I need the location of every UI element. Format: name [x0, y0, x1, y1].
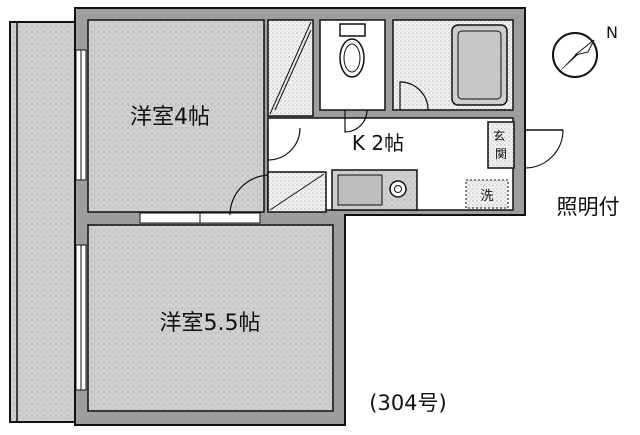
- room-western-5-5: [87, 224, 334, 412]
- laundry-space: [465, 179, 509, 209]
- front-door-swing: [524, 129, 564, 169]
- balcony: [9, 21, 76, 423]
- door-swing-room4: [267, 127, 301, 161]
- lighting-note: 照明付: [557, 195, 620, 219]
- door-swing-room55: [229, 174, 271, 216]
- room-label-kitchen: K 2帖: [352, 131, 404, 155]
- unit-number: (304号): [369, 391, 446, 415]
- room-western-4: [87, 19, 265, 213]
- compass-north-label: N: [606, 23, 618, 42]
- sink: [337, 174, 383, 206]
- compass: N: [552, 23, 618, 78]
- laundry-label: 洗: [480, 189, 493, 204]
- entrance-label: 玄 関: [493, 128, 509, 161]
- door-swing-toilet: [344, 109, 368, 133]
- room-label-western-4: 洋室4帖: [130, 105, 210, 130]
- door-swing-bath: [399, 81, 429, 111]
- entrance: [487, 121, 515, 169]
- room-label-western-5-5: 洋室5.5帖: [160, 311, 261, 336]
- stove-burner: [389, 180, 407, 198]
